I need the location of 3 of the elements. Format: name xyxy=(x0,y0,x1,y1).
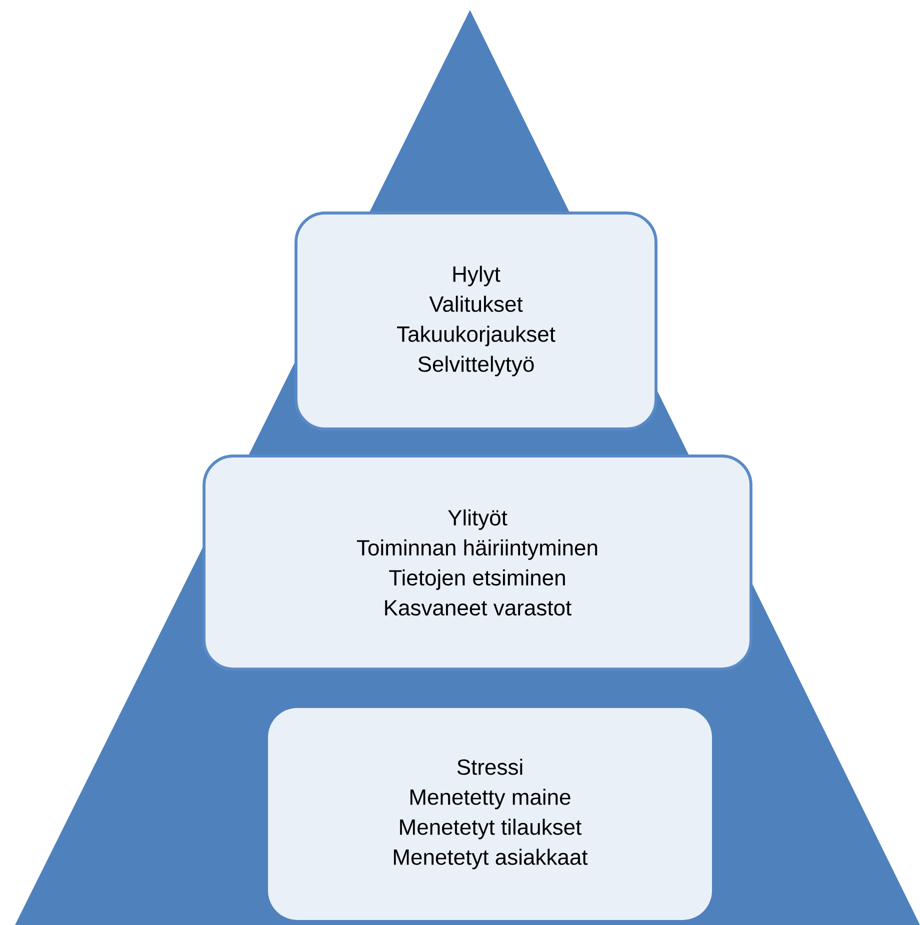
list-box: Hylyt Valitukset Takuukorjaukset Selvittelytyö xyxy=(294,212,658,430)
list-box: Stressi Menetetty maine Menetetyt tilaukset Menetetyt asiakkaat xyxy=(268,708,712,920)
list-box: Ylityöt Toiminnan häiriintyminen Tietojen etsiminen Kasvaneet varastot xyxy=(202,454,752,670)
